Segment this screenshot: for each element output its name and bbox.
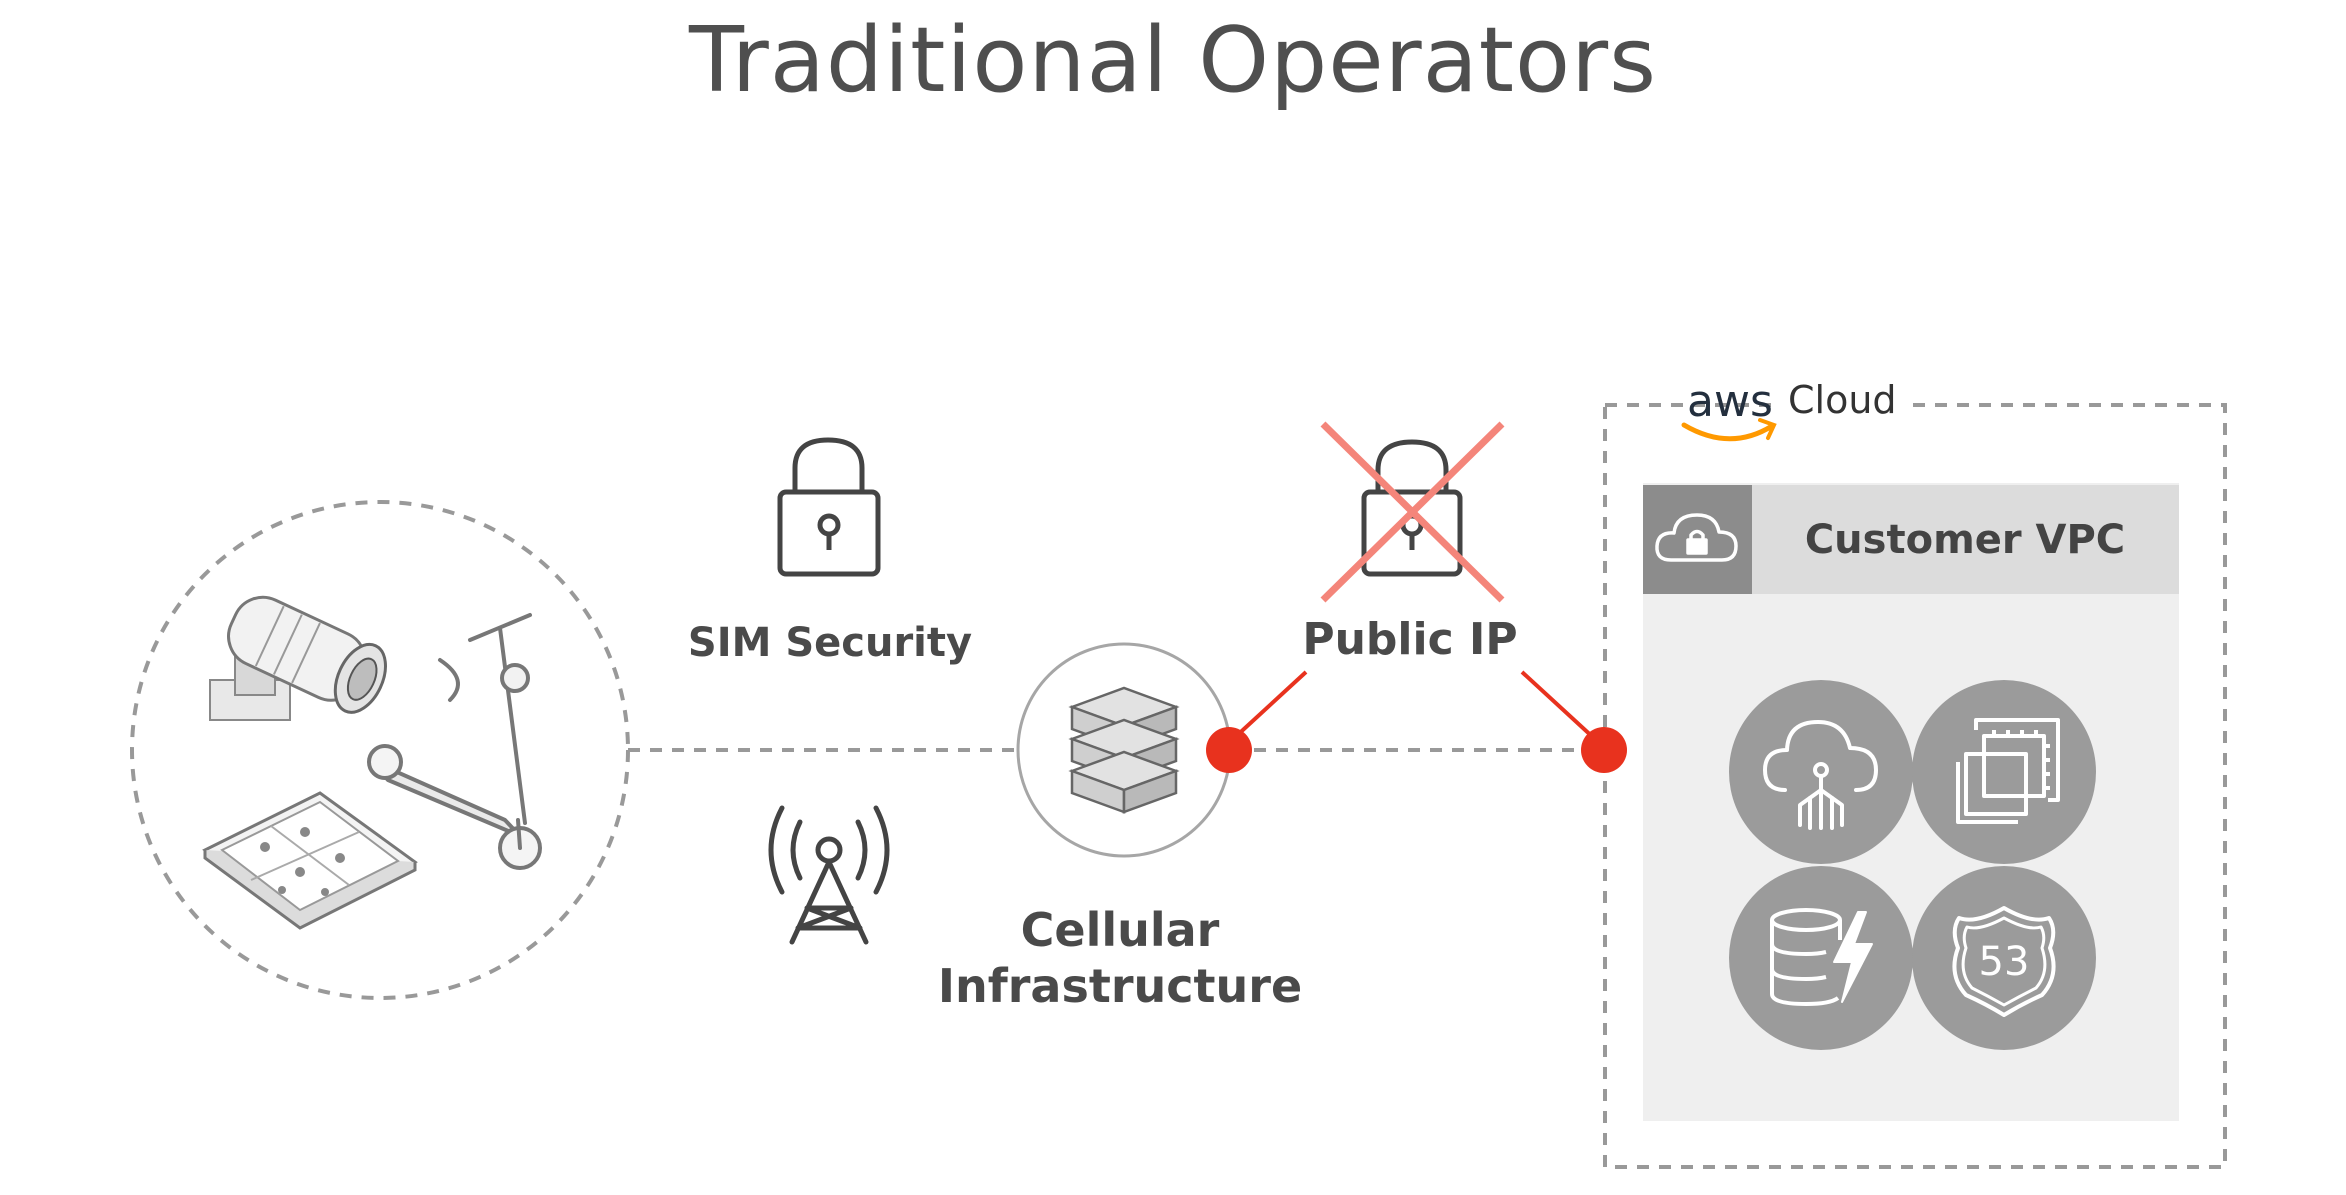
red-node-aws	[1581, 727, 1627, 773]
cellular-infrastructure-line2: Infrastructure	[937, 959, 1303, 1013]
crossed-padlock-icon	[1320, 421, 1505, 603]
public-ip-label: Public IP	[1302, 614, 1518, 665]
vpc-header	[1752, 485, 2179, 594]
cloud-iot-icon	[1763, 720, 1878, 830]
aws-logo: aws	[1681, 376, 1777, 442]
security-camera-icon	[209, 595, 387, 721]
e-scooter-icon	[367, 613, 542, 870]
route53-circle	[1912, 866, 2096, 1050]
red-node-cellular	[1206, 727, 1252, 773]
route53-icon: 53	[1952, 906, 2056, 1017]
aws-cloud-label: Cloud	[1780, 378, 1905, 422]
compute-chip-icon	[1956, 718, 2060, 824]
route53-number: 53	[1979, 939, 2030, 985]
cell-tower-icon	[768, 805, 890, 945]
aws-cloud-boundary	[1603, 403, 2227, 1169]
public-ip-pointer-left	[1230, 670, 1308, 742]
padlock-icon	[777, 437, 881, 577]
database-lambda-icon	[1770, 908, 1873, 1006]
public-ip-pointer-right	[1520, 670, 1598, 742]
cellular-infrastructure-label: Cellular Infrastructure	[900, 902, 1340, 1014]
svg-text:aws: aws	[1687, 376, 1773, 427]
sim-security-label: SIM Security	[687, 620, 973, 666]
customer-vpc-label: Customer VPC	[1804, 517, 2126, 563]
server-stack-icon	[1068, 686, 1180, 814]
cellular-infrastructure-line1: Cellular	[1020, 903, 1220, 957]
cloud-iot-circle	[1729, 680, 1913, 864]
vpc-cloud-lock-icon	[1655, 513, 1738, 562]
tablet-icon	[202, 791, 418, 930]
database-circle	[1729, 866, 1913, 1050]
page-title: Traditional Operators	[689, 8, 1657, 113]
compute-circle	[1912, 680, 2096, 864]
